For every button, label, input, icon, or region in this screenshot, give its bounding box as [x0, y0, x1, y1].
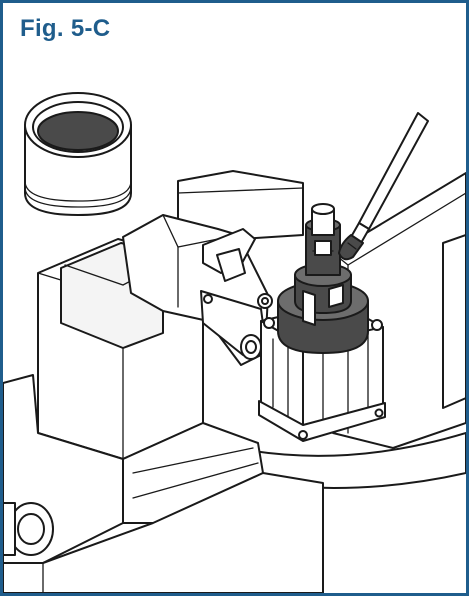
figure-label: Fig. 5-C — [20, 15, 111, 42]
motor-assembly-icon — [258, 203, 386, 442]
latch-mechanism — [122, 214, 273, 366]
figure-illustration — [3, 92, 466, 593]
brush-icon — [338, 112, 429, 261]
grease-can-icon — [24, 92, 132, 216]
